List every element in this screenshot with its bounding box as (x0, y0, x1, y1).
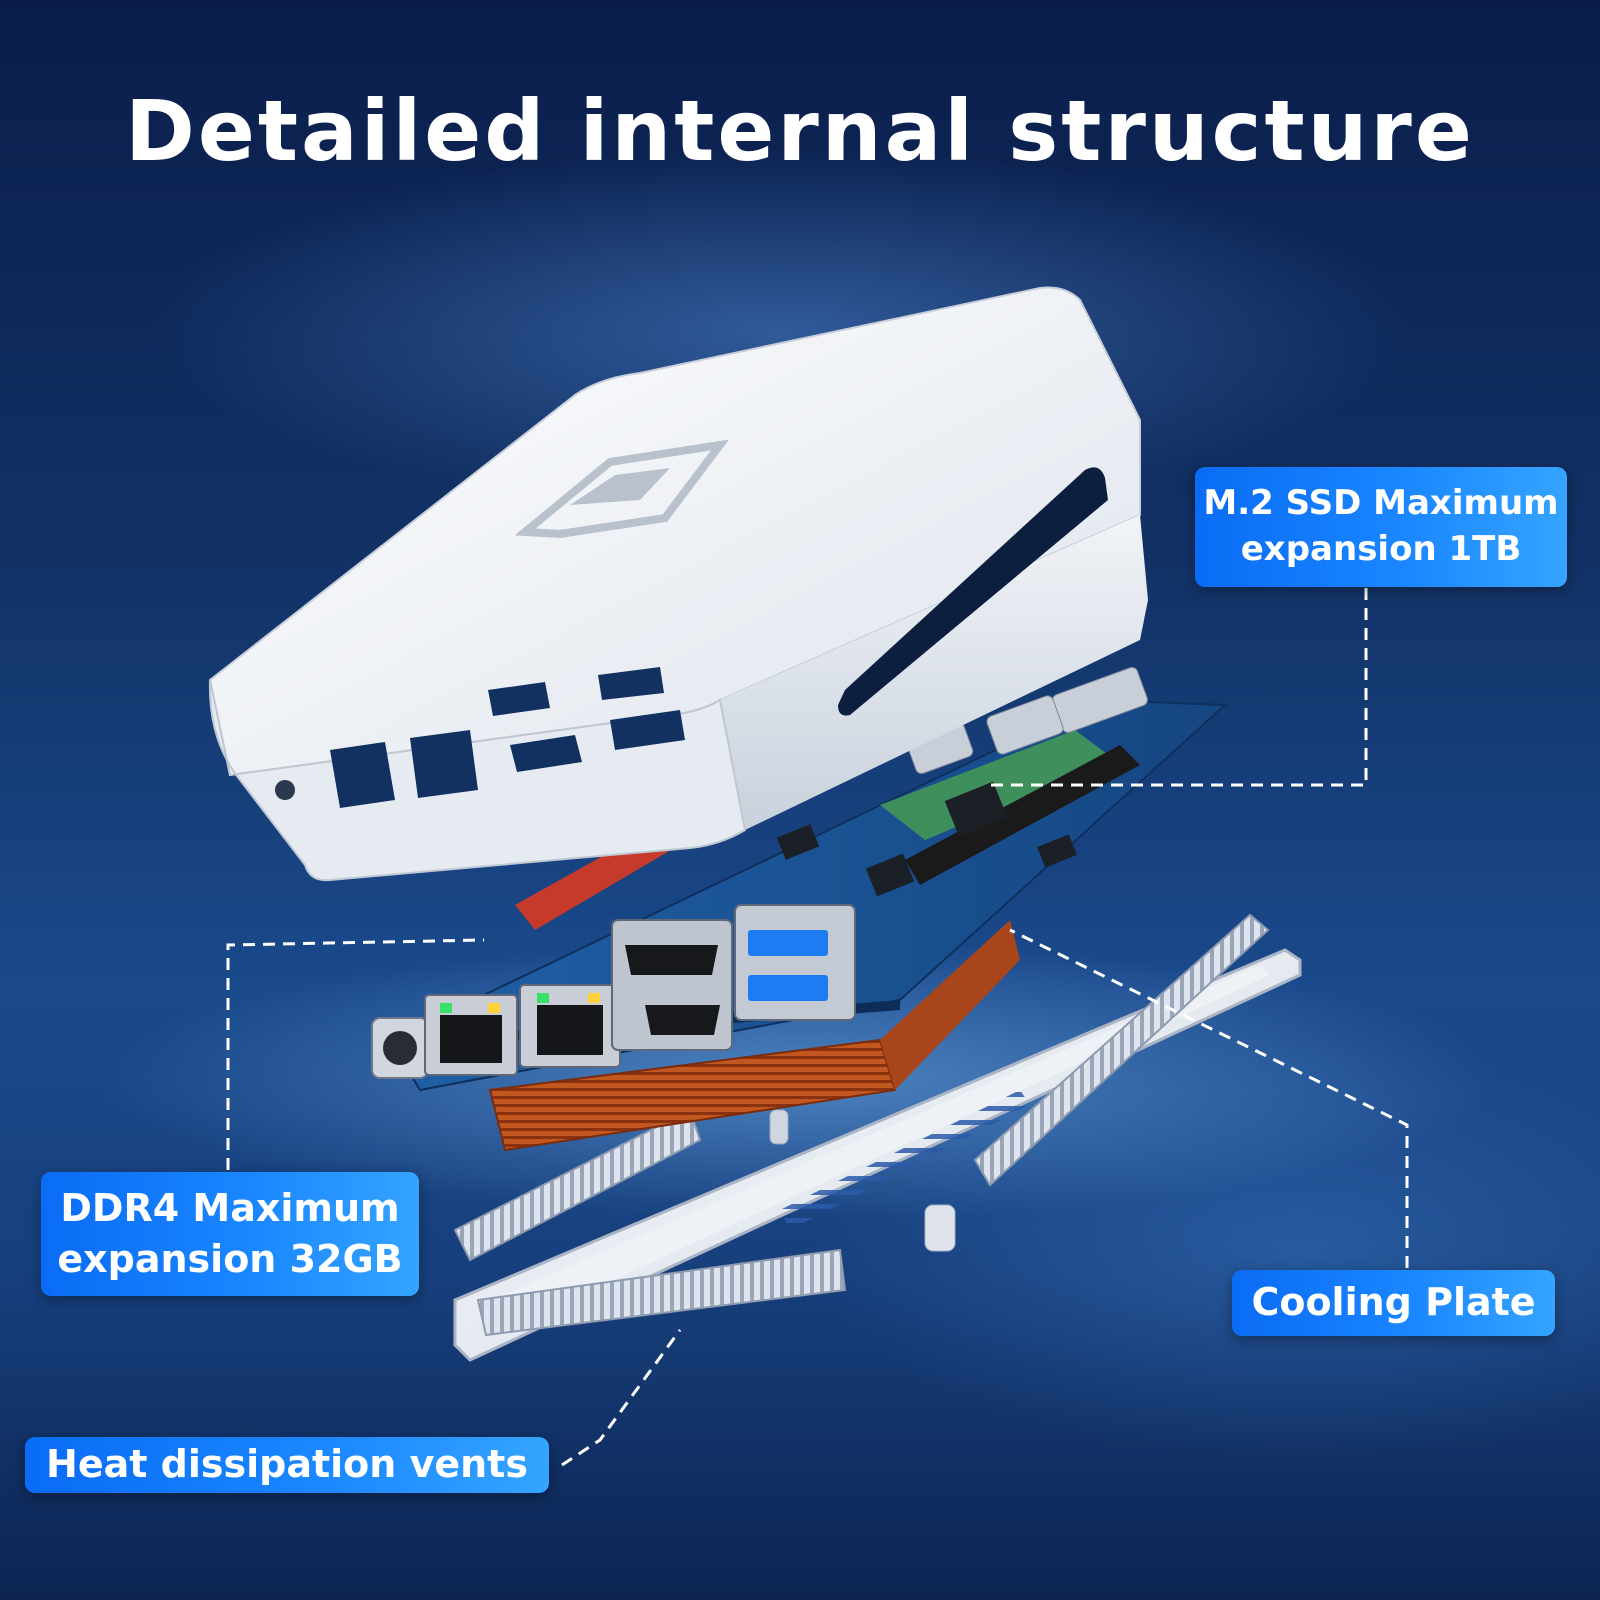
case-cutout (330, 742, 395, 808)
brand-logo-icon (514, 439, 730, 539)
ddr-callout-line2: expansion 32GB (57, 1237, 403, 1281)
top-case (208, 286, 1148, 882)
dc-jack-socket-icon (383, 1031, 417, 1065)
ddr-leader-line (226, 938, 485, 1170)
page-title: Detailed internal structure (125, 82, 1475, 180)
ddr-callout-line1: DDR4 Maximum (60, 1185, 400, 1230)
vents-leader-line (561, 1329, 682, 1467)
cooling-plate (453, 948, 1302, 1362)
copper-heatsink (488, 920, 1020, 1152)
leader-lines (226, 588, 1409, 1467)
ssd-leader-line (990, 588, 1368, 787)
ssd-callout: M.2 SSD Maximum expansion 1TB (1195, 467, 1567, 587)
vents-callout: Heat dissipation vents (25, 1437, 549, 1493)
cooling-plate-callout-label: Cooling Plate (1251, 1280, 1536, 1325)
ssd-callout-line2: expansion 1TB (1240, 529, 1522, 569)
ssd-callout-line1: M.2 SSD Maximum (1203, 483, 1559, 524)
ddr-callout: DDR4 Maximum expansion 32GB (41, 1172, 419, 1296)
front-io-ports (371, 904, 856, 1079)
usb3-ports (734, 904, 856, 1021)
heat-dissipation-vents (453, 913, 1270, 1337)
vents-callout-label: Heat dissipation vents (46, 1442, 528, 1487)
cooling-leader-line (1009, 928, 1409, 1268)
cooling-plate-callout: Cooling Plate (1232, 1270, 1555, 1336)
